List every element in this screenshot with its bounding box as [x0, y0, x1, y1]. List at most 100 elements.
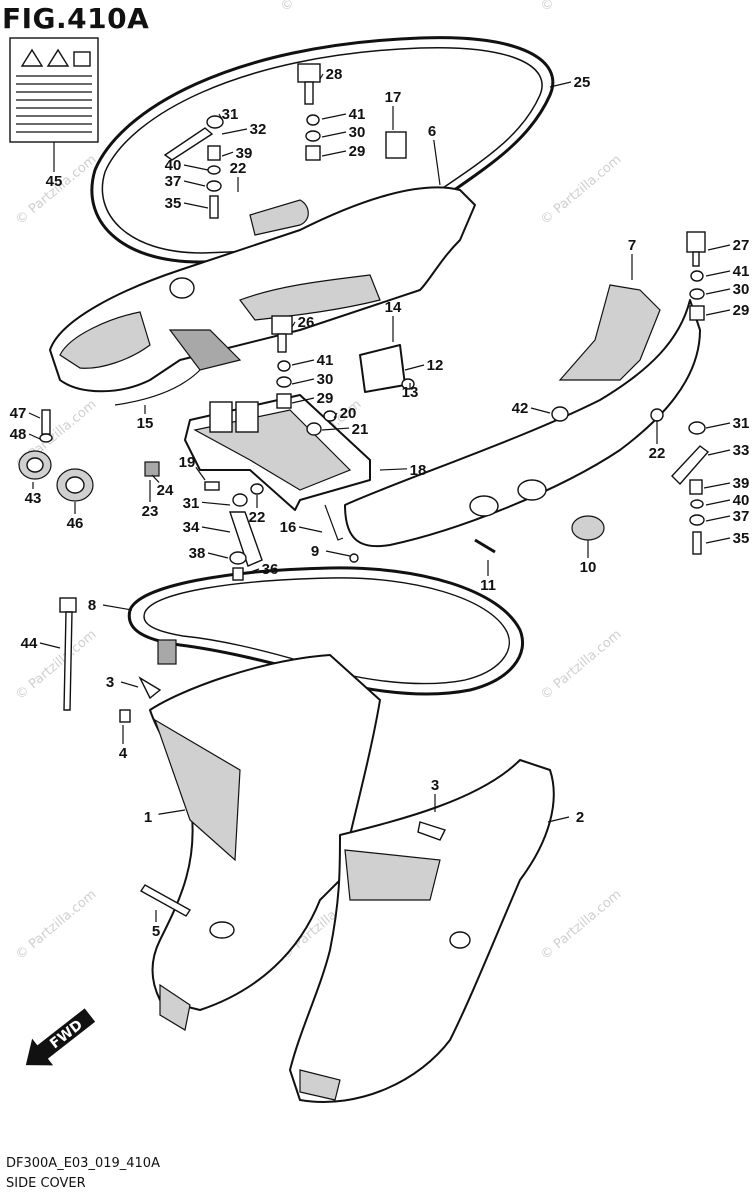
small-parts-left: [39, 409, 446, 917]
callout-part-21: 21: [352, 421, 369, 438]
watermark-text: © Partzilla.com: [538, 152, 624, 228]
callout-part-7: 7: [628, 237, 636, 254]
side-cover-6: [49, 186, 476, 393]
misc-small-parts: [114, 369, 664, 563]
callout-part-14: 14: [385, 299, 402, 316]
callout-part-40: 40: [733, 492, 750, 509]
leader-line-part-34: [201, 526, 231, 533]
callout-part-34: 34: [183, 519, 200, 536]
grommet-46: [56, 468, 94, 502]
bracket-12: [359, 344, 406, 393]
leader-line-part-39: [221, 151, 234, 157]
leader-line-part-25: [549, 81, 572, 88]
callout-part-19: 19: [179, 454, 196, 471]
side-cover-2: [289, 759, 555, 1103]
leader-line-part-35: [183, 202, 209, 209]
watermark-text: © Partzilla.com: [538, 887, 624, 963]
callout-part-31: 31: [183, 495, 200, 512]
callout-part-3: 3: [106, 674, 114, 691]
callout-part-41: 41: [317, 352, 334, 369]
callout-part-29: 29: [317, 390, 334, 407]
watermark-text: © Partzilla.com: [538, 627, 624, 703]
callout-part-12: 12: [427, 357, 444, 374]
leader-line-part-30: [321, 131, 347, 138]
leader-line-part-18: [379, 468, 408, 471]
diagram-code: DF300A_E03_019_410A: [6, 1156, 160, 1171]
leader-lines: [28, 73, 731, 922]
callout-part-22: 22: [649, 445, 666, 462]
callout-part-31: 31: [222, 106, 239, 123]
callout-part-17: 17: [385, 89, 402, 106]
leader-line-part-47: [28, 412, 41, 419]
leader-line-part-31: [201, 501, 231, 506]
callout-part-11: 11: [480, 577, 496, 594]
callout-part-29: 29: [349, 143, 366, 160]
callout-part-29: 29: [733, 302, 750, 319]
fastener-stack-right: [671, 231, 710, 555]
leader-line-part-29: [321, 150, 347, 157]
callout-part-36: 36: [262, 561, 279, 578]
warning-label-45: [9, 37, 99, 143]
figure-title: FIG.410A: [2, 2, 150, 35]
leader-line-part-41: [291, 359, 315, 366]
callout-part-41: 41: [349, 106, 366, 123]
leader-line-part-24: [151, 474, 160, 483]
leader-line-part-39: [703, 482, 731, 489]
leader-line-part-19: [195, 466, 206, 481]
callout-part-37: 37: [165, 173, 182, 190]
side-cover-1: [149, 654, 381, 1031]
leader-line-part-27: [707, 244, 731, 251]
leader-line-part-40: [705, 499, 731, 506]
callout-part-18: 18: [410, 462, 427, 479]
leader-line-part-40: [183, 164, 209, 171]
callout-part-22: 22: [249, 509, 266, 526]
fwd-arrow: FWD: [25, 1008, 96, 1066]
side-cover-7: [344, 284, 701, 548]
callout-part-30: 30: [349, 124, 366, 141]
leader-line-part-37: [183, 180, 206, 187]
callout-part-24: 24: [157, 482, 174, 499]
fwd-label: FWD: [47, 1017, 86, 1052]
callout-part-37: 37: [733, 508, 750, 525]
callout-part-3: 3: [431, 777, 439, 794]
callout-part-40: 40: [165, 157, 182, 174]
leader-line-part-37: [705, 515, 731, 522]
watermark-text: © Partzilla.com: [13, 152, 99, 228]
callout-part-30: 30: [317, 371, 334, 388]
callout-part-25: 25: [574, 74, 591, 91]
callout-part-20: 20: [340, 405, 357, 422]
leader-line-part-41: [705, 270, 731, 277]
callout-part-23: 23: [142, 503, 159, 520]
callout-part-2: 2: [576, 809, 584, 826]
leader-line-part-28: [319, 73, 324, 80]
leader-line-part-44: [39, 642, 61, 649]
callout-part-35: 35: [733, 530, 750, 547]
callout-part-1: 1: [144, 809, 152, 826]
callout-part-4: 4: [119, 745, 128, 762]
leader-line-part-8: [102, 604, 133, 611]
callout-part-47: 47: [10, 405, 27, 422]
callout-part-39: 39: [236, 145, 253, 162]
leader-line-part-31: [218, 113, 223, 120]
watermark-text: © Partzilla.com: [538, 0, 624, 15]
callout-part-46: 46: [67, 515, 84, 532]
bracket-18: [184, 394, 371, 511]
callout-part-38: 38: [189, 545, 206, 562]
callout-part-48: 48: [10, 426, 27, 443]
callout-part-42: 42: [512, 400, 529, 417]
callout-part-9: 9: [311, 543, 319, 560]
callout-part-6: 6: [428, 123, 436, 140]
leader-line-part-12: [404, 364, 425, 371]
leader-line-part-48: [28, 433, 41, 440]
callout-part-33: 33: [733, 442, 750, 459]
callout-part-8: 8: [88, 597, 96, 614]
seal-8: [127, 566, 525, 696]
callout-part-41: 41: [733, 263, 750, 280]
cable-tie-44: [59, 597, 77, 711]
leader-line-part-21: [321, 427, 350, 431]
watermark-text: © Partzilla.com: [13, 887, 99, 963]
diagram-caption: SIDE COVER: [6, 1176, 86, 1191]
